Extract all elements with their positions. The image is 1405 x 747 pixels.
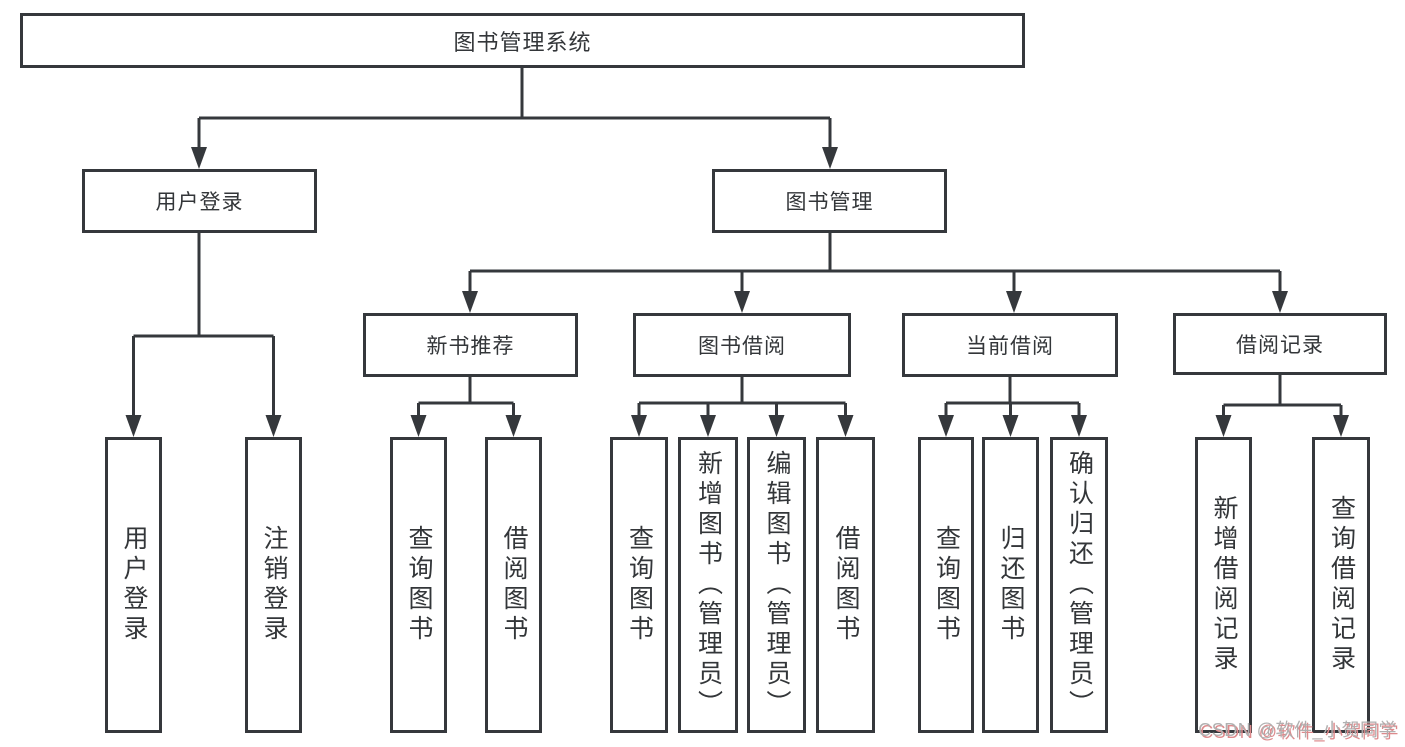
leaf-label: 新增图书（管理员） <box>694 450 723 720</box>
leaf-label: 归还图书 <box>997 525 1025 645</box>
node-borrowing-records: 借阅记录 <box>1173 313 1387 375</box>
connector-bookborrow-to-leaves <box>637 377 847 419</box>
leaf-label: 查询图书 <box>405 525 433 645</box>
connector-records-to-leaves <box>1222 375 1343 419</box>
node-book-borrowing: 图书借阅 <box>633 313 851 377</box>
connector-currentborrow-to-leaves <box>944 377 1081 419</box>
leaf-label: 查询图书 <box>625 525 654 645</box>
leaf-add-borrow-record: 新增借阅记录 <box>1195 437 1252 733</box>
leaf-borrow-books-recommend: 借阅图书 <box>485 437 542 733</box>
node-label: 新书推荐 <box>426 335 515 358</box>
leaf-edit-books-admin: 编辑图书（管理员） <box>747 437 806 733</box>
leaf-label: 注销登录 <box>260 525 288 645</box>
leaf-label: 查询图书 <box>932 525 961 645</box>
leaf-label: 用户登录 <box>120 525 148 645</box>
leaf-label: 借阅图书 <box>832 525 860 645</box>
node-current-borrowing: 当前借阅 <box>902 313 1118 377</box>
node-label: 用户登录 <box>155 191 244 214</box>
leaf-label: 新增借阅记录 <box>1210 495 1238 675</box>
connector-bookmgmt-to-level3 <box>468 233 1282 295</box>
node-label: 借阅记录 <box>1236 334 1324 357</box>
leaf-logout: 注销登录 <box>245 437 302 733</box>
node-label: 图书借阅 <box>698 335 786 358</box>
leaf-query-books-current: 查询图书 <box>918 437 974 733</box>
leaf-add-books-admin: 新增图书（管理员） <box>678 437 738 733</box>
node-new-book-recommendation: 新书推荐 <box>363 313 578 377</box>
node-label: 图书管理系统 <box>453 29 592 55</box>
connector-newbook-to-leaves <box>417 377 515 419</box>
node-book-management: 图书管理 <box>712 169 947 233</box>
leaf-query-borrow-record: 查询借阅记录 <box>1312 437 1370 733</box>
leaf-label: 编辑图书（管理员） <box>763 450 791 720</box>
leaf-return-books: 归还图书 <box>982 437 1039 733</box>
leaf-label: 查询借阅记录 <box>1327 495 1356 675</box>
leaf-user-login: 用户登录 <box>105 437 162 733</box>
node-label: 当前借阅 <box>966 335 1054 358</box>
connector-root-to-level2 <box>197 68 832 151</box>
leaf-confirm-return-admin: 确认归还（管理员） <box>1050 437 1108 733</box>
leaf-query-books-borrowing: 查询图书 <box>610 437 668 733</box>
leaf-label: 借阅图书 <box>500 525 528 645</box>
node-user-login: 用户登录 <box>82 169 317 233</box>
leaf-borrow-books: 借阅图书 <box>816 437 875 733</box>
node-label: 图书管理 <box>785 191 874 214</box>
node-root-library-system: 图书管理系统 <box>20 13 1025 68</box>
leaf-label: 确认归还（管理员） <box>1065 450 1094 720</box>
leaf-query-books-recommend: 查询图书 <box>390 437 447 733</box>
connector-userlogin-to-leaves <box>132 233 275 419</box>
csdn-watermark: CSDN @软件_小贺同学 <box>1198 720 1397 740</box>
